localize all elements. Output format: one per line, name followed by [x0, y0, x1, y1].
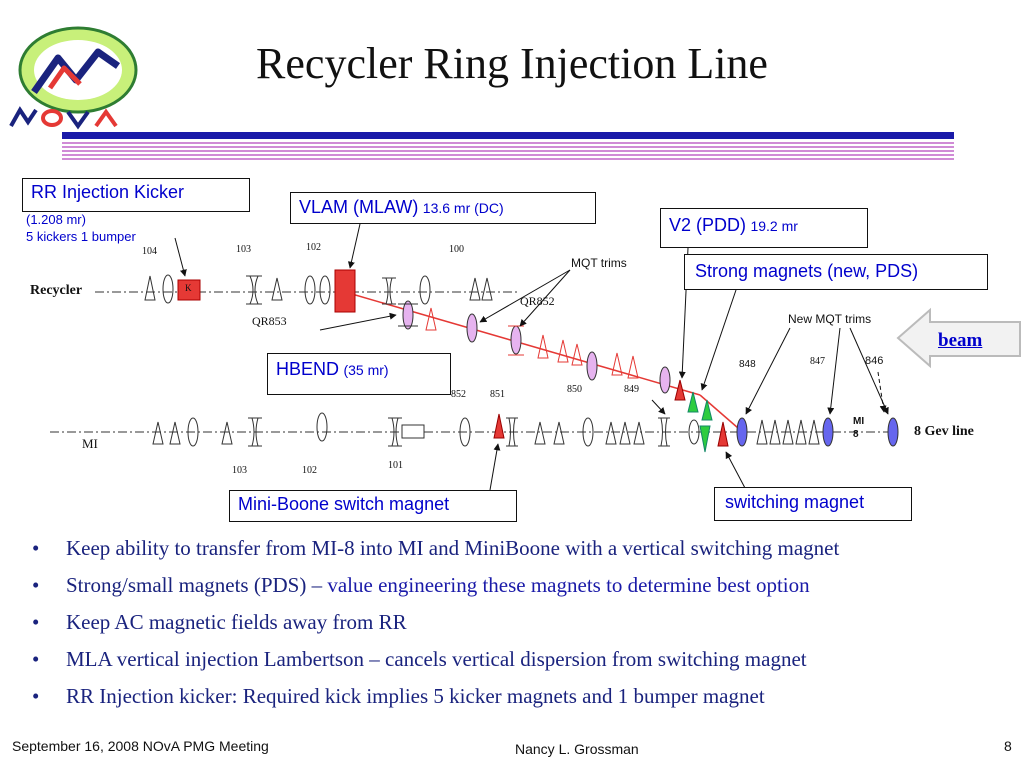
switching-magnet-callout: switching magnet	[714, 487, 912, 521]
rr-kicker-callout: RR Injection Kicker	[22, 178, 250, 212]
mi-label: MI	[82, 436, 98, 451]
q852-label: 852	[451, 389, 466, 400]
switching-magnet-text: switching magnet	[725, 492, 865, 512]
v2-value: 19.2 mr	[750, 218, 798, 234]
new-mqt-trims-label: New MQT trims	[788, 312, 872, 326]
rr-kicker-title: RR Injection Kicker	[31, 182, 185, 202]
vlam-value: 13.6 mr (DC)	[422, 200, 504, 216]
rr-104-label: 104	[142, 246, 157, 257]
mqt-trims-label: MQT trims	[571, 256, 627, 270]
bullet-highlight: value engineering these magnets to deter…	[327, 573, 810, 597]
strong-magnets-text: Strong magnets (new, PDS)	[695, 261, 919, 281]
v2-callout: V2 (PDD) 19.2 mr	[660, 208, 868, 248]
beamline-diagram	[50, 223, 1021, 491]
vlam-callout: VLAM (MLAW) 13.6 mr (DC)	[290, 192, 596, 224]
hbend-value: (35 mr)	[343, 362, 389, 378]
kicker-k-label: K	[185, 283, 192, 293]
bullet-item: • Strong/small magnets (PDS) – value engi…	[28, 571, 1018, 608]
page-number: 8	[1004, 738, 1012, 754]
hbend-callout: HBEND (35 mr)	[267, 353, 451, 395]
bullet-item: • Keep ability to transfer from MI-8 into…	[28, 534, 1018, 571]
rr-103-label: 103	[236, 244, 251, 255]
mi8-label-a: MI	[853, 416, 865, 427]
bullet-item: • Keep AC magnetic fields away from RR	[28, 608, 1018, 645]
q849-label: 849	[624, 384, 639, 395]
vlam-title: VLAM (MLAW)	[299, 197, 419, 217]
rr-100-label: 100	[449, 244, 464, 255]
gev-line-label: 8 Gev line	[914, 424, 974, 439]
mi-101-label: 101	[388, 460, 403, 471]
bullet-dot: •	[32, 647, 40, 671]
bullet-dot: •	[32, 536, 40, 560]
mi-102-label: 102	[302, 465, 317, 476]
bullet-text: Strong/small magnets (PDS) –	[66, 573, 328, 597]
q848-label: 848	[739, 359, 756, 370]
q850-label: 850	[567, 384, 582, 395]
recycler-label: Recycler	[30, 283, 83, 298]
bullet-text: Keep AC magnetic fields away from RR	[66, 610, 407, 634]
v2-title: V2 (PDD)	[669, 215, 747, 235]
beam-label: beam	[938, 330, 983, 351]
footer-meeting: September 16, 2008 NOvA PMG Meeting	[12, 738, 269, 754]
nova-logo	[9, 26, 138, 130]
miniboone-callout: Mini-Boone switch magnet	[229, 490, 517, 522]
bullet-text: MLA vertical injection Lambertson – canc…	[66, 647, 807, 671]
footer-author: Nancy L. Grossman	[515, 741, 639, 757]
bullet-text: Keep ability to transfer from MI-8 into …	[66, 536, 840, 560]
miniboone-text: Mini-Boone switch magnet	[238, 494, 450, 514]
strong-magnets-callout: Strong magnets (new, PDS)	[684, 254, 988, 290]
rr-kicker-sub2: 5 kickers 1 bumper	[26, 229, 136, 244]
rr-kicker-sub1: (1.208 mr)	[26, 212, 86, 227]
header-divider	[62, 132, 954, 160]
bullet-item: • RR Injection kicker: Required kick impl…	[28, 682, 1018, 719]
qr853-label: QR853	[252, 314, 287, 328]
bullet-dot: •	[32, 573, 40, 597]
qr852-label: QR852	[520, 294, 555, 308]
q846-label: 846	[865, 355, 884, 367]
mi8-label-b: 8	[853, 429, 859, 440]
bullet-dot: •	[32, 684, 40, 708]
bullet-dot: •	[32, 610, 40, 634]
hbend-title: HBEND	[276, 359, 340, 379]
bullet-item: • MLA vertical injection Lambertson – can…	[28, 645, 1018, 682]
rr-102-label: 102	[306, 242, 321, 253]
q851-label: 851	[490, 389, 505, 400]
slide-title: Recycler Ring Injection Line	[256, 39, 768, 88]
q847-label: 847	[810, 356, 825, 367]
mi-103-label: 103	[232, 465, 247, 476]
bullet-text: RR Injection kicker: Required kick impli…	[66, 684, 765, 708]
bullet-list: • Keep ability to transfer from MI-8 into…	[28, 534, 1018, 719]
